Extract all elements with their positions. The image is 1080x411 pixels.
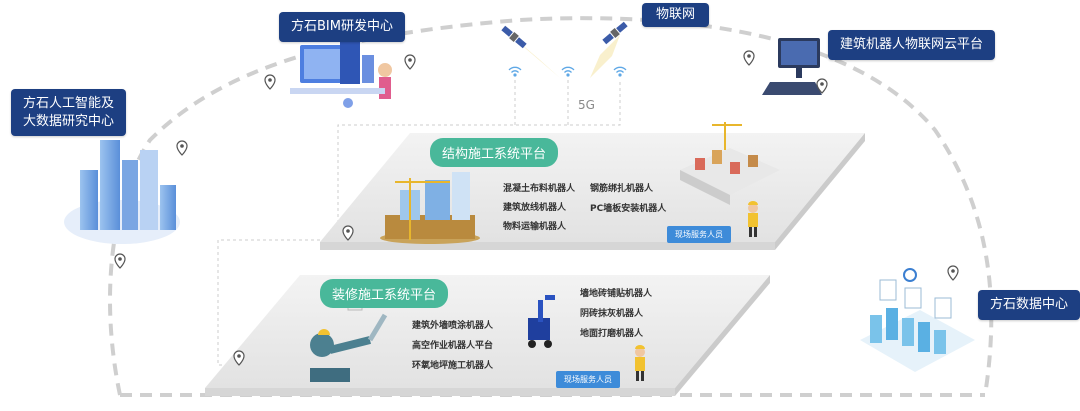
ai-center-line-2: 大数据研究中心 bbox=[23, 113, 115, 129]
robot-item: 阴砖抹灰机器人 bbox=[580, 309, 644, 319]
data-center-label: 方石数据中心 bbox=[978, 290, 1080, 320]
wifi-icon bbox=[613, 66, 627, 78]
bim-workstation-icon bbox=[290, 42, 392, 108]
decoration-staff-badge: 现场服务人员 bbox=[556, 371, 620, 388]
location-pin-icon bbox=[404, 47, 416, 70]
city-buildings-icon bbox=[64, 140, 180, 244]
location-pin-icon bbox=[264, 67, 276, 90]
robot-item: 墙地砖铺贴机器人 bbox=[580, 289, 653, 299]
construction-crane-icon bbox=[380, 172, 480, 244]
worker-icon bbox=[748, 201, 758, 237]
robot-cloud-platform-label: 建筑机器人物联网云平台 bbox=[828, 30, 996, 60]
robot-item: 建筑放线机器人 bbox=[503, 203, 567, 213]
ai-bigdata-center-label: 方石人工智能及 大数据研究中心 bbox=[11, 89, 127, 137]
wifi-icon bbox=[508, 66, 522, 78]
location-pin-icon bbox=[947, 258, 959, 281]
robot-item: PC墙板安装机器人 bbox=[590, 204, 667, 214]
server-racks-icon bbox=[860, 268, 975, 372]
location-pin-icon bbox=[176, 133, 188, 156]
robot-item: 物料运输机器人 bbox=[503, 222, 567, 232]
satellite-icon bbox=[501, 25, 560, 78]
iot-label: 物联网 bbox=[642, 3, 710, 27]
structure-platform-title: 结构施工系统平台 bbox=[430, 138, 559, 167]
location-pin-icon bbox=[114, 246, 126, 269]
decoration-platform-slab bbox=[205, 275, 770, 396]
construction-site-icon bbox=[680, 122, 780, 205]
robot-item: 混凝土布料机器人 bbox=[503, 184, 576, 194]
forklift-robot-icon bbox=[528, 295, 555, 348]
robot-item: 钢筋绑扎机器人 bbox=[590, 184, 654, 194]
location-pin-icon bbox=[743, 43, 755, 66]
wifi-icon bbox=[561, 66, 575, 78]
computer-monitor-icon bbox=[762, 38, 822, 95]
bim-center-label: 方石BIM研发中心 bbox=[279, 12, 405, 42]
worker-icon bbox=[635, 345, 645, 381]
satellite-icon bbox=[590, 21, 628, 78]
robot-item: 高空作业机器人平台 bbox=[412, 341, 494, 351]
ai-center-line-1: 方石人工智能及 bbox=[23, 96, 115, 111]
robot-item: 环氧地坪施工机器人 bbox=[412, 361, 494, 371]
robot-item: 地面打磨机器人 bbox=[580, 329, 644, 339]
decoration-platform-title: 装修施工系统平台 bbox=[320, 279, 449, 308]
fiveg-label: 5G bbox=[578, 98, 595, 112]
robot-item: 建筑外墙喷涂机器人 bbox=[412, 321, 494, 331]
robot-arm-icon bbox=[310, 299, 388, 382]
structure-staff-badge: 现场服务人员 bbox=[667, 226, 731, 243]
